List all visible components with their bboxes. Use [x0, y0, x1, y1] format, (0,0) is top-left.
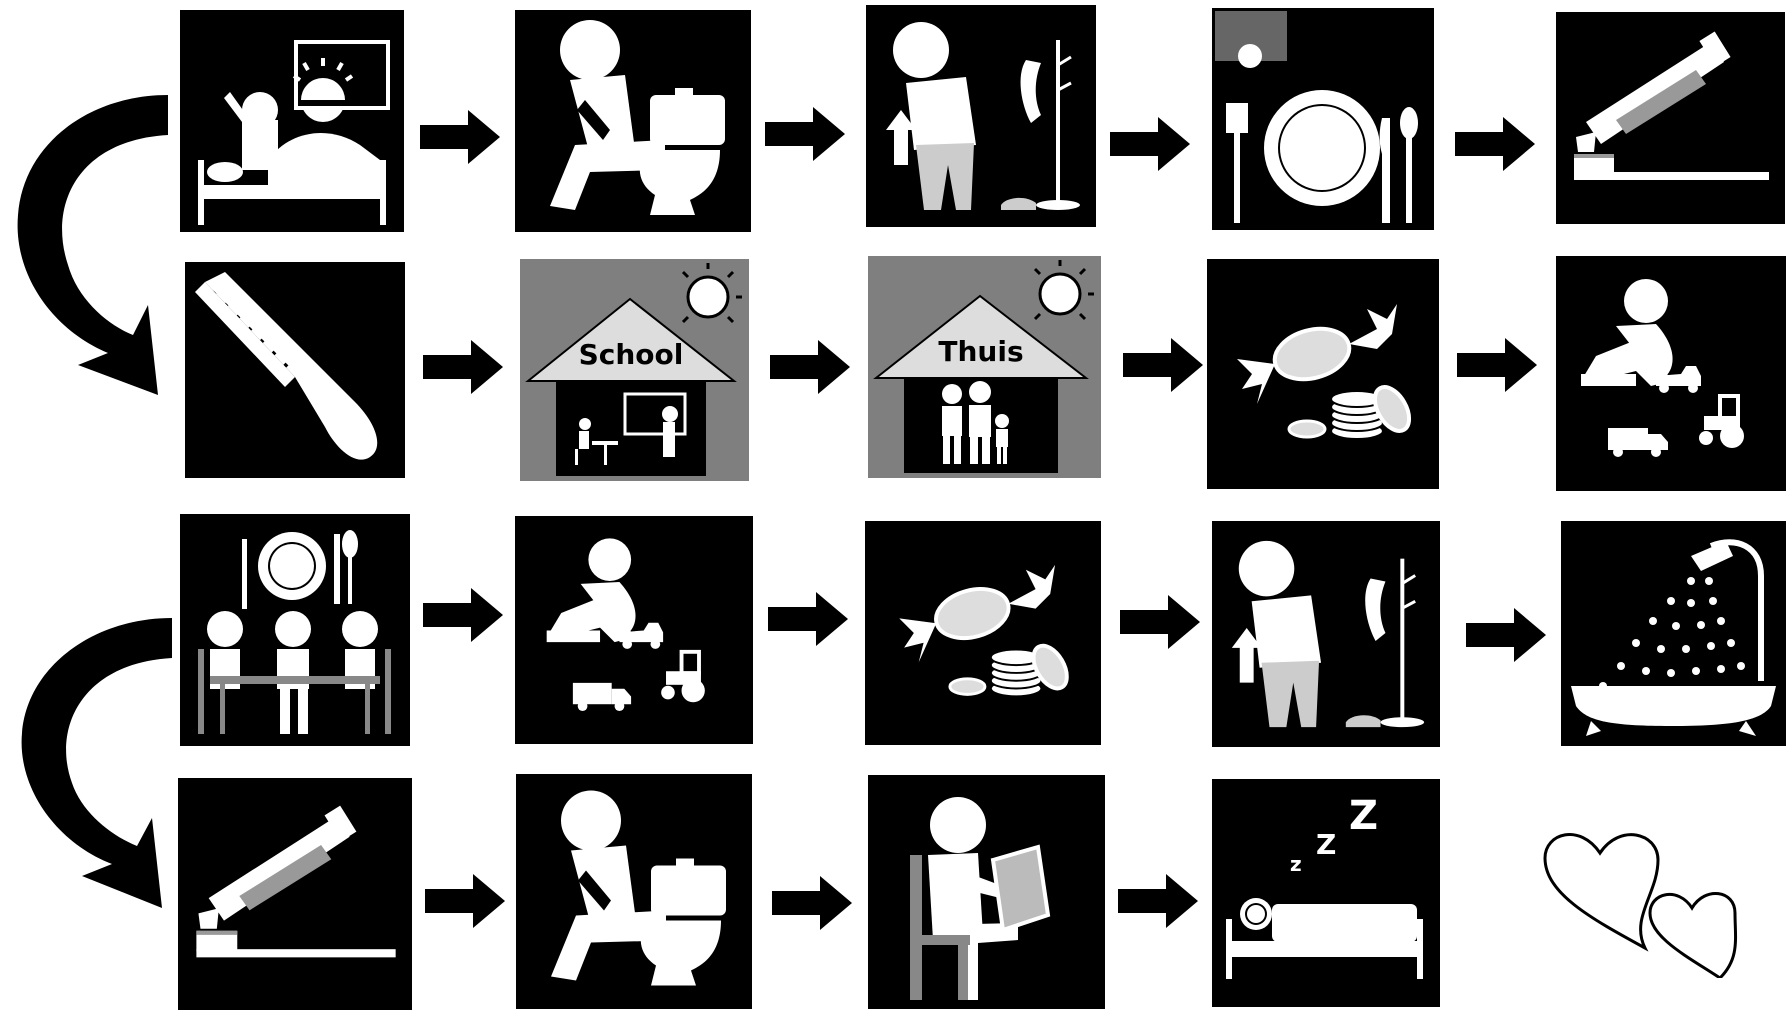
arrow-right — [772, 876, 852, 930]
candy-money-icon — [1207, 259, 1439, 489]
card-comb-hair — [185, 262, 405, 478]
hearts-icon — [1530, 828, 1766, 978]
bath-shower-icon — [1561, 521, 1786, 746]
home-label: Thuis — [938, 335, 1023, 368]
card-brush-teeth — [1556, 12, 1785, 224]
card-dinner — [180, 514, 410, 746]
school-label: School — [579, 338, 684, 371]
card-get-dressed — [866, 5, 1096, 227]
get-dressed-icon — [866, 5, 1096, 227]
card-candy-money — [1207, 259, 1439, 489]
curved-arrow-row3-to-row4 — [12, 618, 172, 908]
dinner-icon — [180, 514, 410, 746]
sleep-letter-large: Z — [1349, 793, 1378, 839]
breakfast-icon — [1212, 8, 1434, 230]
card-toilet — [516, 774, 752, 1009]
arrow-right — [1455, 117, 1535, 171]
arrow-right — [420, 110, 500, 164]
card-undress — [1212, 521, 1440, 747]
wake-up-icon — [180, 10, 404, 232]
arrow-right — [770, 340, 850, 394]
card-toilet — [515, 10, 751, 232]
card-candy-money — [865, 521, 1101, 745]
arrow-right — [425, 874, 505, 928]
card-sleep: Z Z z — [1212, 779, 1440, 1007]
candy-money-icon — [865, 521, 1101, 745]
play-icon — [515, 516, 753, 744]
toilet-icon — [516, 774, 752, 1009]
undress-icon — [1212, 521, 1440, 747]
card-play — [1556, 256, 1786, 491]
card-school: School — [520, 259, 749, 481]
card-play — [515, 516, 753, 744]
arrow-right — [1110, 117, 1190, 171]
brush-teeth-icon — [1556, 12, 1785, 224]
toilet-icon — [515, 10, 751, 232]
card-home: Thuis — [868, 256, 1101, 478]
sleep-letter-small: z — [1290, 852, 1302, 876]
card-breakfast — [1212, 8, 1434, 230]
play-icon — [1556, 256, 1786, 491]
school-icon: School — [520, 259, 749, 481]
arrow-right — [1118, 874, 1198, 928]
arrow-right — [423, 588, 503, 642]
arrow-right — [1120, 595, 1200, 649]
arrow-right — [768, 592, 848, 646]
card-read-book — [868, 775, 1105, 1009]
sleep-letter-medium: Z — [1316, 828, 1336, 861]
arrow-right — [1457, 338, 1537, 392]
card-brush-teeth — [178, 778, 412, 1010]
comb-hair-icon — [185, 262, 405, 478]
read-book-icon — [868, 775, 1105, 1009]
arrow-right — [423, 340, 503, 394]
hearts-decoration — [1530, 828, 1766, 978]
arrow-right — [765, 107, 845, 161]
home-icon: Thuis — [868, 256, 1101, 478]
brush-teeth-icon — [178, 778, 412, 1010]
sleep-icon: Z Z z — [1212, 779, 1440, 1007]
card-wake-up — [180, 10, 404, 232]
curved-arrow-row1-to-row2 — [8, 95, 168, 395]
arrow-right — [1123, 338, 1203, 392]
card-bath-shower — [1561, 521, 1786, 746]
arrow-right — [1466, 608, 1546, 662]
